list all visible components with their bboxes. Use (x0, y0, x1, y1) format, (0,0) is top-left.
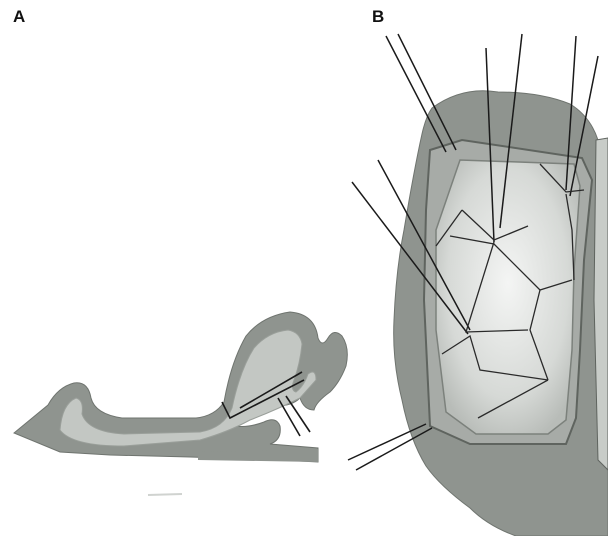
panel-a-diagram (14, 312, 347, 495)
needle-icon (386, 36, 446, 152)
panel-label-b: B (372, 8, 384, 25)
panel-label-a: A (13, 8, 25, 25)
panel-a-base-mark (148, 494, 182, 495)
panel-b-diagram (348, 34, 608, 536)
panel-b-lumen (436, 160, 580, 434)
